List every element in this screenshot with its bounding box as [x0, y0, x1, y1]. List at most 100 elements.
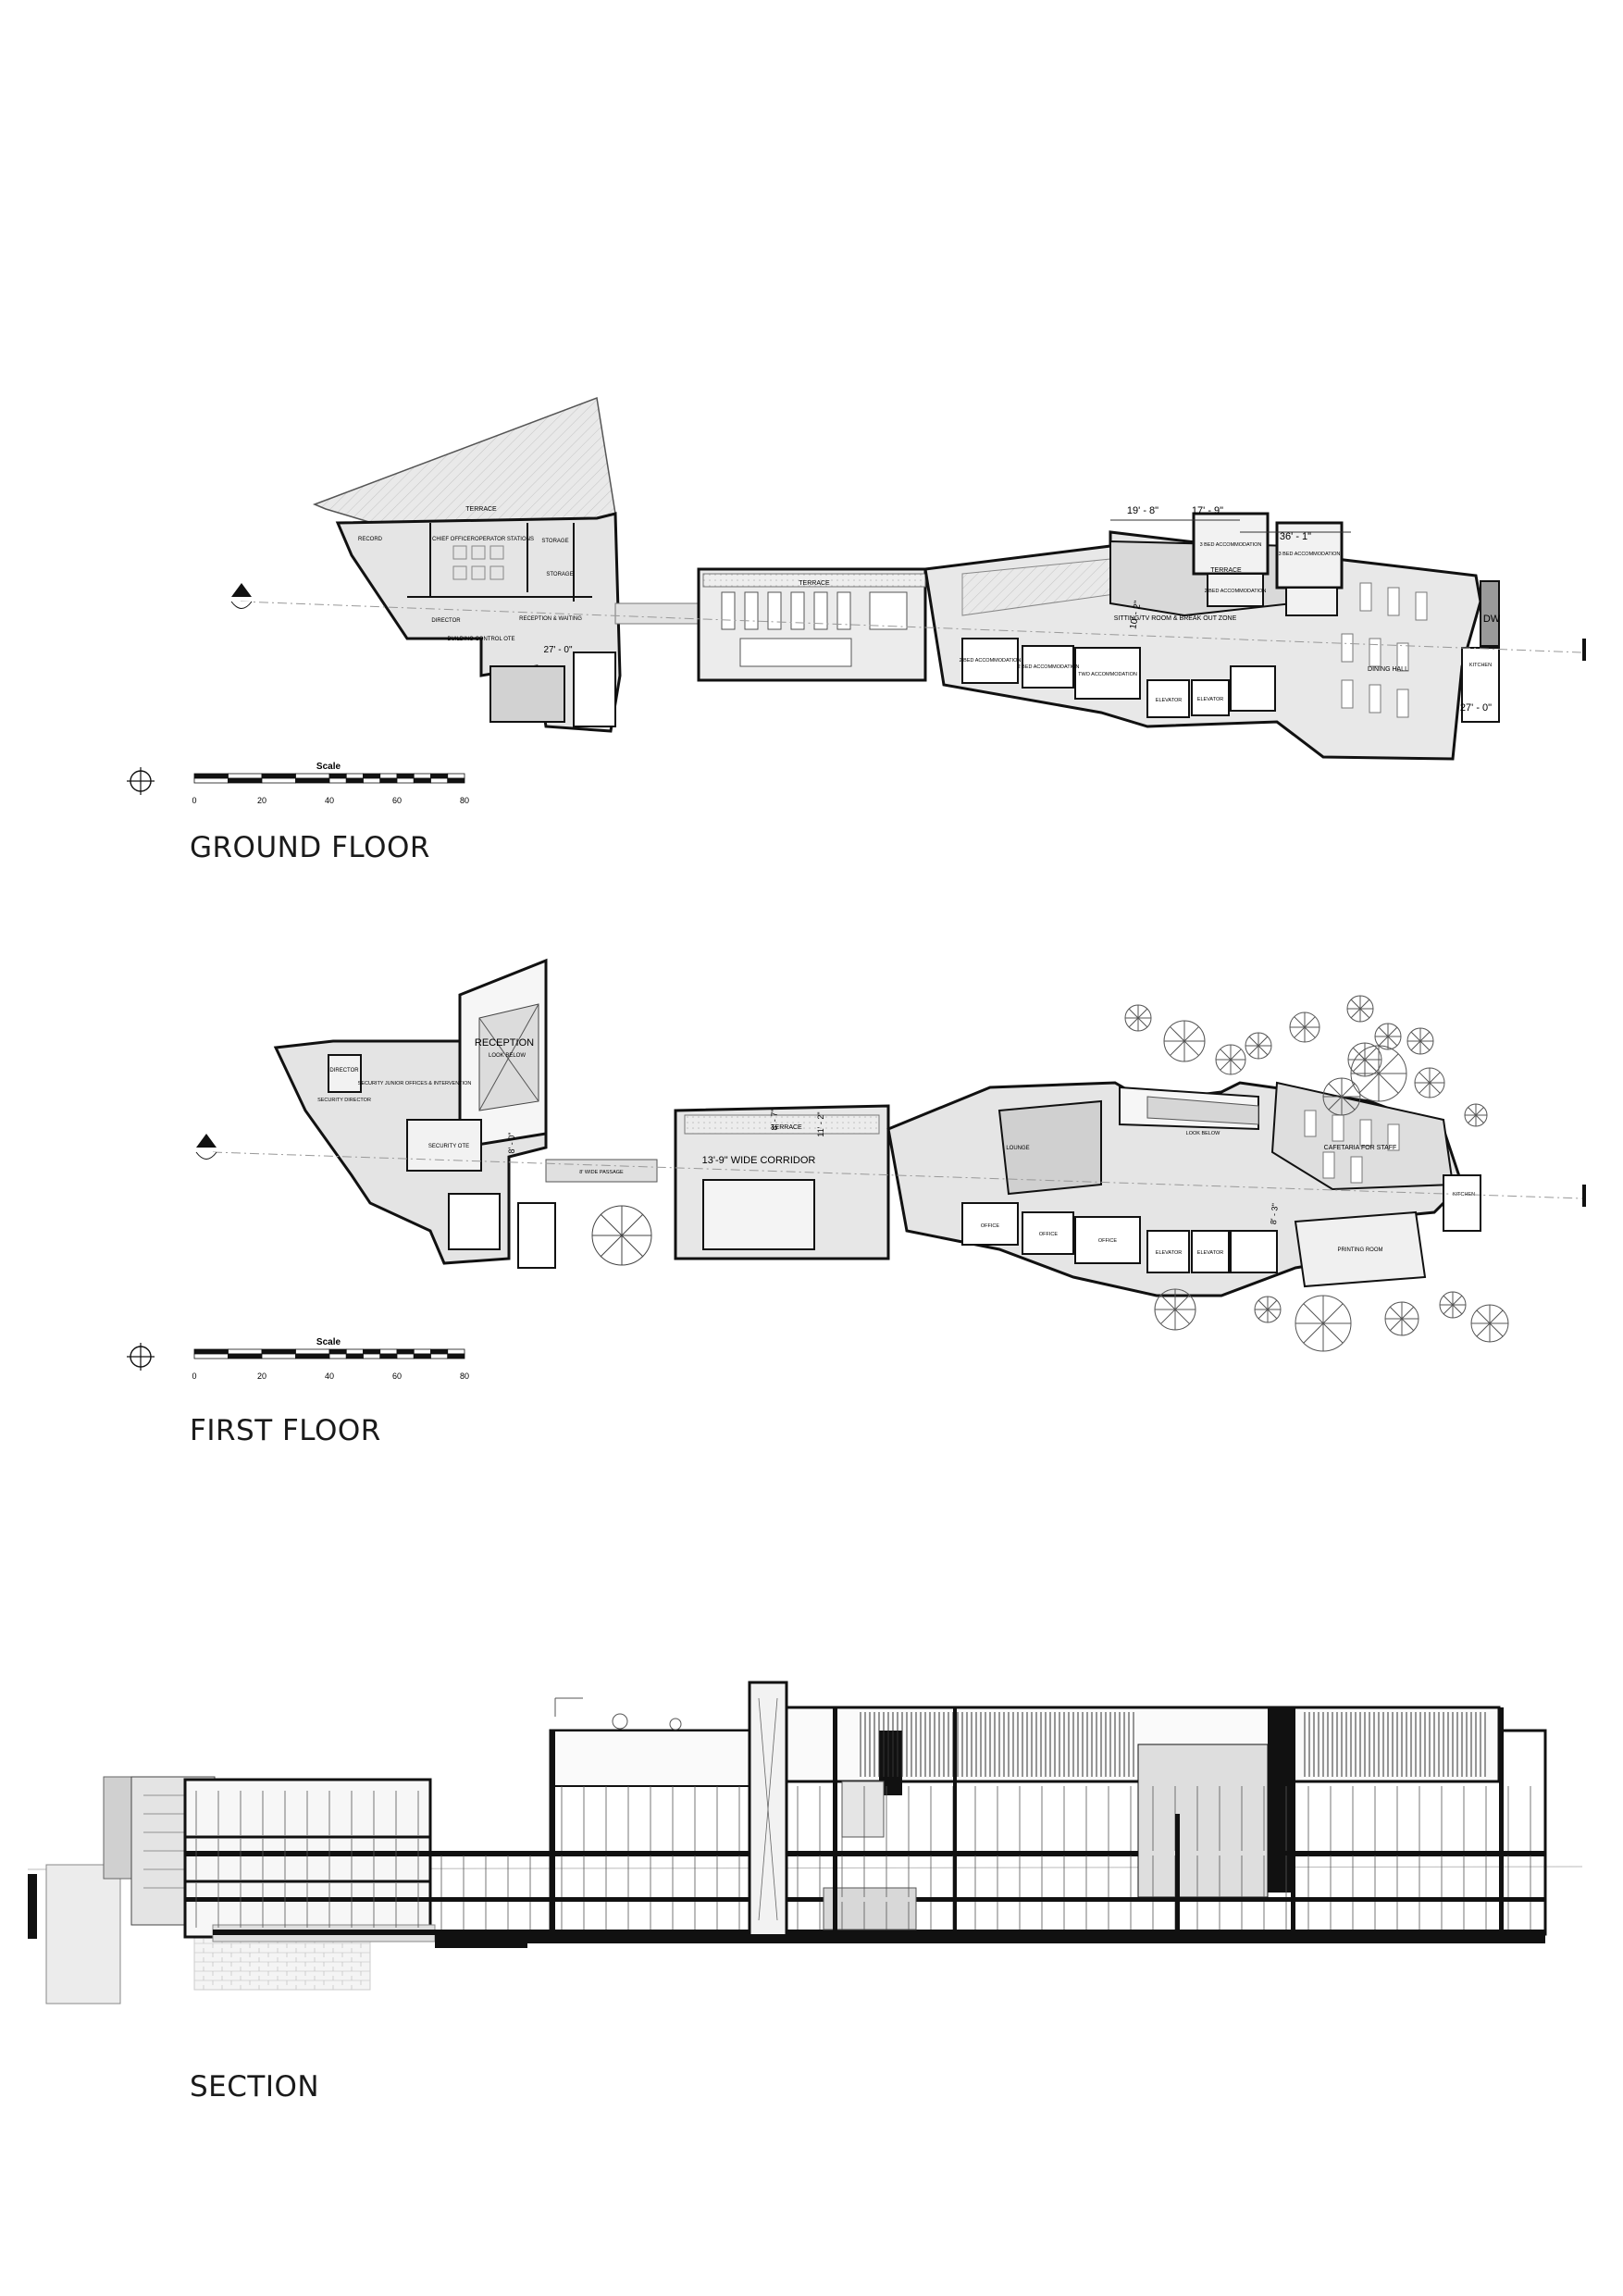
section-title: SECTION [190, 2070, 320, 2104]
tree-icon [1470, 1304, 1509, 1343]
scale-block [363, 1348, 381, 1355]
tree-icon [1254, 1296, 1282, 1323]
tree-icon [1215, 1044, 1246, 1075]
tree-icon [1384, 1301, 1419, 1336]
gf-middle-block: TERRACE [697, 567, 927, 682]
window-mullions [195, 1786, 1531, 1930]
tree-icon [1374, 1023, 1402, 1050]
scale-block [379, 1348, 398, 1355]
scale-block [396, 1348, 415, 1355]
gf-east-block: SITTING/TV ROOM & BREAK OUT ZONE TERRACE… [923, 512, 1501, 761]
tree-icon [1406, 1027, 1434, 1055]
room-label: 2 BED ACCOMMODATION [1205, 589, 1267, 594]
room-label: 13'-9" WIDE CORRIDOR [702, 1155, 816, 1166]
room-label: DINING HALL [1368, 666, 1408, 673]
room-label: TERRACE [799, 580, 830, 587]
scale-block [295, 1348, 330, 1355]
section-base-slab [509, 1934, 1545, 1943]
room-label: PRINTING ROOM [1338, 1247, 1383, 1253]
room-label: TERRACE [465, 506, 497, 513]
room-label: 2 BED ACCOMMODATION [960, 658, 1022, 664]
room-label: ELEVATOR [1156, 698, 1182, 703]
scale-label: Scale [316, 1337, 341, 1347]
scale-block [345, 1353, 364, 1359]
scale-block [261, 773, 296, 779]
tree-icon [1295, 1295, 1352, 1352]
dimension-label: 36' - 1" [1280, 531, 1311, 542]
gf-west-block: TERRACE RECORD CHIEF OFFICER OPERATOR ST… [312, 396, 622, 733]
scale-tick: 20 [257, 796, 266, 805]
scale-block [363, 1353, 381, 1359]
building-section [28, 1681, 1582, 2004]
section-cut-marker [1582, 639, 1586, 661]
room-label: ELEVATOR [1197, 1250, 1223, 1256]
section-main-building [185, 1681, 1547, 1943]
room-label: ELEVATOR [1197, 697, 1223, 702]
section-cut-marker [230, 583, 253, 609]
tree-icon [1124, 1004, 1152, 1032]
scale-block [447, 1348, 465, 1355]
scale-block [345, 773, 364, 779]
section-cut-marker [1582, 1185, 1586, 1207]
tree-icon [1154, 1288, 1196, 1331]
tree-icon [1245, 1032, 1272, 1060]
room-label: STORAGE [541, 539, 568, 544]
room-label: SECURITY JUNIOR OFFICES & INTERVENTION [358, 1081, 472, 1086]
scale-block [447, 1353, 465, 1359]
room-label: LOOK BELOW [489, 1053, 526, 1059]
room-label: CAFETARIA FOR STAFF [1324, 1145, 1397, 1151]
dimension-label: 8' - 0" [507, 1133, 516, 1154]
scale-block [328, 1353, 347, 1359]
room-label: RECORD [358, 537, 383, 542]
scale-block [228, 1348, 263, 1355]
ff-middle-block: TERRACE 13'-9" WIDE CORRIDOR [674, 1104, 890, 1260]
room-label: DW [1483, 614, 1501, 625]
room-label: LOOK BELOW [1186, 1131, 1220, 1136]
scale-tick: 20 [257, 1371, 266, 1381]
scale-block [363, 777, 381, 784]
room-label: KITCHEN [1453, 1192, 1475, 1198]
scale-block [430, 773, 449, 779]
scale-block [413, 773, 431, 779]
room-label: 3 BED ACCOMMODATION [1200, 542, 1262, 548]
room-label: ELEVATOR [1156, 1250, 1182, 1256]
scale-tick: 60 [392, 1371, 402, 1381]
dimension-label: 27' - 0" [543, 645, 572, 655]
room-label: OFFICE [1039, 1232, 1058, 1237]
room-label: RECEPTION & WAITING [519, 616, 582, 622]
ground-floor-plan: TERRACE RECORD CHIEF OFFICER OPERATOR ST… [230, 396, 1586, 761]
ff-west-block: RECEPTION LOOK BELOW DIRECTOR SECURITY J… [273, 958, 556, 1269]
scale-block [328, 773, 347, 779]
scale-block [193, 773, 229, 779]
room-label: KITCHEN [1469, 663, 1492, 668]
first-floor-title: FIRST FLOOR [190, 1414, 381, 1447]
room-label: OPERATOR STATIONS [475, 537, 534, 542]
scale-block [345, 1348, 364, 1355]
room-label: TERRACE [1210, 567, 1242, 574]
room-label: OFFICE [981, 1223, 999, 1229]
dimension-label: 19' - 8" [1127, 505, 1158, 516]
scale-block [430, 1348, 449, 1355]
scale-block [295, 777, 330, 784]
room-label: 3 BED ACCOMMODATION [1279, 552, 1341, 557]
first-floor-scale-bar: Scale 0 20 40 60 80 [127, 1337, 469, 1381]
scale-block [447, 777, 465, 784]
scale-block [193, 777, 229, 784]
scale-block [413, 1348, 431, 1355]
dimension-label: 8' - 3" [1269, 1203, 1280, 1225]
scale-block [363, 773, 381, 779]
scale-tick: 0 [192, 1371, 196, 1381]
room-label: LOUNGE [1006, 1146, 1029, 1151]
scale-block [193, 1353, 229, 1359]
room-label: BUILDING CONTROL OTE [447, 637, 514, 642]
scale-block [396, 777, 415, 784]
tree-icon [1350, 1045, 1407, 1102]
room-label: SECURITY OTE [428, 1144, 469, 1149]
scale-block [295, 1353, 330, 1359]
ff-passage [545, 1159, 658, 1183]
room-label: DIRECTOR [329, 1068, 359, 1074]
scale-tick: 40 [325, 1371, 334, 1381]
scale-block [261, 1353, 296, 1359]
tree-icon [1414, 1067, 1445, 1098]
scale-block [261, 777, 296, 784]
